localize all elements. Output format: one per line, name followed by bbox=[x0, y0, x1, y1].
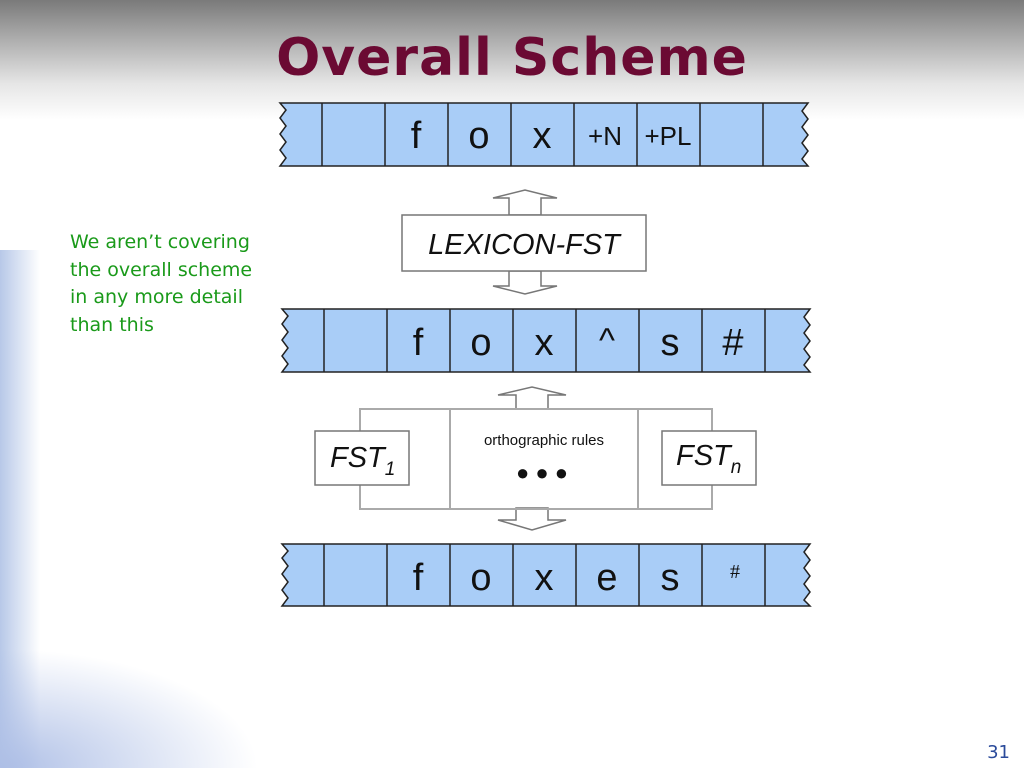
tape-cell: f bbox=[411, 115, 422, 157]
side-note-line: We aren’t covering bbox=[70, 231, 250, 253]
fst-1-box: FST1 bbox=[314, 430, 410, 486]
svg-text:FSTn: FSTn bbox=[676, 440, 741, 478]
tape-body bbox=[280, 543, 812, 607]
tape-cell: +PL bbox=[645, 121, 692, 151]
side-note-line: the overall scheme bbox=[70, 258, 253, 281]
surface-tape: f o x e s # bbox=[280, 543, 812, 607]
tape-cell: s bbox=[661, 322, 680, 364]
double-arrow bbox=[497, 386, 567, 531]
fst-n-subscript: n bbox=[731, 457, 742, 478]
double-arrow bbox=[492, 189, 558, 295]
intermediate-tape: f o x ^ s # bbox=[280, 308, 812, 373]
fst-1-subscript: 1 bbox=[385, 459, 396, 480]
svg-text:FST1: FST1 bbox=[330, 442, 395, 480]
tape-cell: o bbox=[470, 557, 491, 599]
lexicon-fst-box: LEXICON-FST bbox=[401, 214, 647, 272]
ellipsis-dots: ● ● ● bbox=[516, 460, 568, 485]
tape-cell: x bbox=[535, 322, 554, 364]
fst-n-box: FSTn bbox=[661, 430, 757, 486]
fst-n-label: FST bbox=[676, 440, 733, 472]
tape-cell: x bbox=[535, 557, 554, 599]
tape-cell: # bbox=[722, 322, 743, 364]
tape-cell: f bbox=[413, 557, 424, 599]
tape-cell: f bbox=[413, 322, 424, 364]
tape-cell: e bbox=[596, 557, 617, 599]
side-note: We aren’t covering the overall scheme in… bbox=[70, 229, 280, 339]
tape-cell: +N bbox=[588, 121, 622, 151]
tape-cell: s bbox=[661, 557, 680, 599]
slide-title: Overall Scheme bbox=[276, 28, 748, 88]
orthographic-rules-label: orthographic rules bbox=[484, 432, 604, 449]
header-gradient bbox=[0, 0, 1024, 120]
page-number: 31 bbox=[987, 742, 1010, 763]
fst-1-label: FST bbox=[330, 442, 387, 474]
tape-cell: o bbox=[470, 322, 491, 364]
tape-body bbox=[280, 308, 812, 373]
tape-body bbox=[278, 102, 810, 167]
corner-gradient bbox=[0, 648, 260, 768]
side-note-line: than this bbox=[70, 313, 154, 336]
lexical-tape: f o x +N +PL bbox=[278, 102, 810, 167]
orthographic-rules-frame bbox=[359, 408, 713, 510]
side-note-line: in any more detail bbox=[70, 286, 243, 308]
tape-cell: o bbox=[468, 115, 489, 157]
tape-cell: # bbox=[730, 561, 740, 583]
tape-cell: ^ bbox=[599, 322, 615, 360]
tape-cell: x bbox=[533, 115, 552, 157]
lexicon-fst-label: LEXICON-FST bbox=[428, 229, 622, 261]
